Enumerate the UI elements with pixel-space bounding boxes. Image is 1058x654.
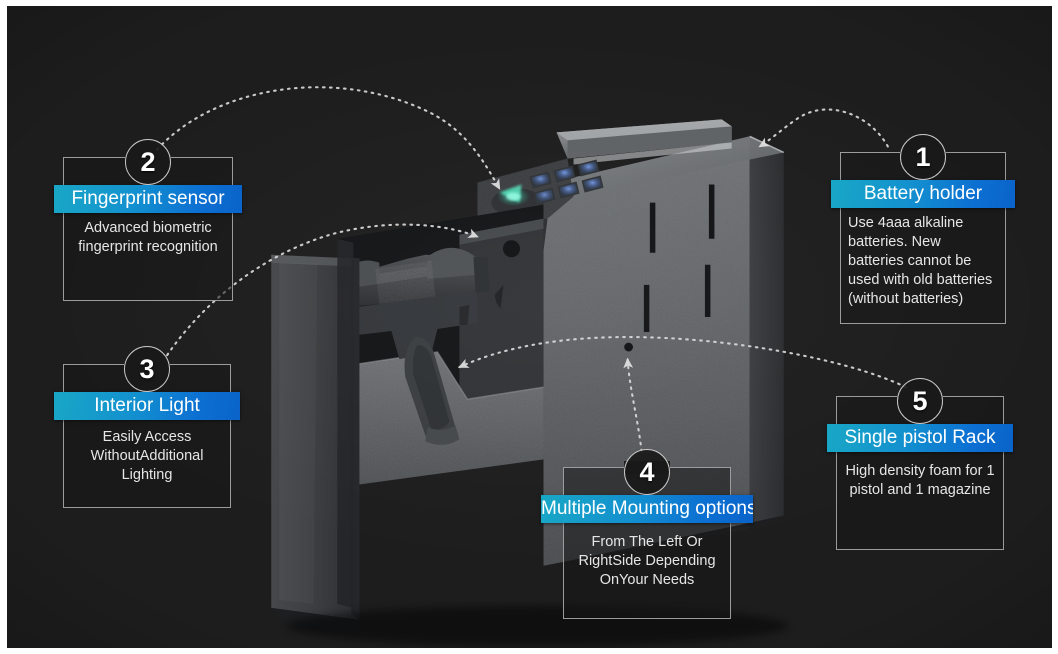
leader-line-4	[623, 357, 643, 453]
callout-title-4: Multiple Mounting options	[541, 495, 753, 523]
callout-number-5: 5	[897, 378, 943, 424]
callout-description-1: Use 4aaa alkaline batteries. New batteri…	[848, 215, 993, 307]
leader-lines	[156, 86, 907, 453]
leader-line-5	[458, 335, 907, 389]
callout-number-2: 2	[125, 139, 171, 185]
callout-number-1: 1	[900, 134, 946, 180]
callout-description-5: High density foam for 1 pistol and 1 mag…	[845, 463, 995, 498]
callout-title-5: Single pistol Rack	[827, 424, 1013, 452]
callout-description-4: From The Left Or RightSide Depending OnY…	[578, 534, 716, 588]
pistol	[343, 247, 490, 445]
keypad-buttons	[529, 159, 604, 205]
callout-description-3: Easily Access WithoutAdditional Lighting	[90, 429, 204, 483]
callout-title-1: Battery holder	[831, 180, 1015, 208]
callout-title-2: Fingerprint sensor	[54, 185, 242, 213]
callout-fingerprint-sensor[interactable]: 2 Fingerprint sensor Advanced biometric …	[54, 139, 242, 301]
product-illustration	[156, 86, 907, 646]
callout-description-2: Advanced biometric fingerprint recogniti…	[78, 220, 218, 255]
callout-battery-holder[interactable]: 1 Battery holder Use 4aaa alkaline batte…	[831, 134, 1015, 324]
leader-line-3	[166, 223, 479, 357]
mounting-slots	[643, 184, 715, 333]
mounting-hole	[624, 342, 633, 352]
leader-line-1	[758, 108, 889, 148]
callout-single-pistol-rack[interactable]: 5 Single pistol Rack High density foam f…	[827, 378, 1013, 550]
callout-title-3: Interior Light	[54, 392, 240, 420]
callout-number-3: 3	[124, 346, 170, 392]
callout-interior-light[interactable]: 3 Interior Light Easily Access WithoutAd…	[54, 346, 240, 508]
callout-multiple-mounting-options[interactable]: 4 Multiple Mounting options From The Lef…	[541, 449, 753, 619]
infographic-canvas: 2 Fingerprint sensor Advanced biometric …	[7, 6, 1052, 648]
safe-lid	[556, 119, 732, 165]
callout-number-4: 4	[624, 449, 670, 495]
leader-line-2	[156, 86, 501, 190]
safe-body	[543, 135, 785, 566]
